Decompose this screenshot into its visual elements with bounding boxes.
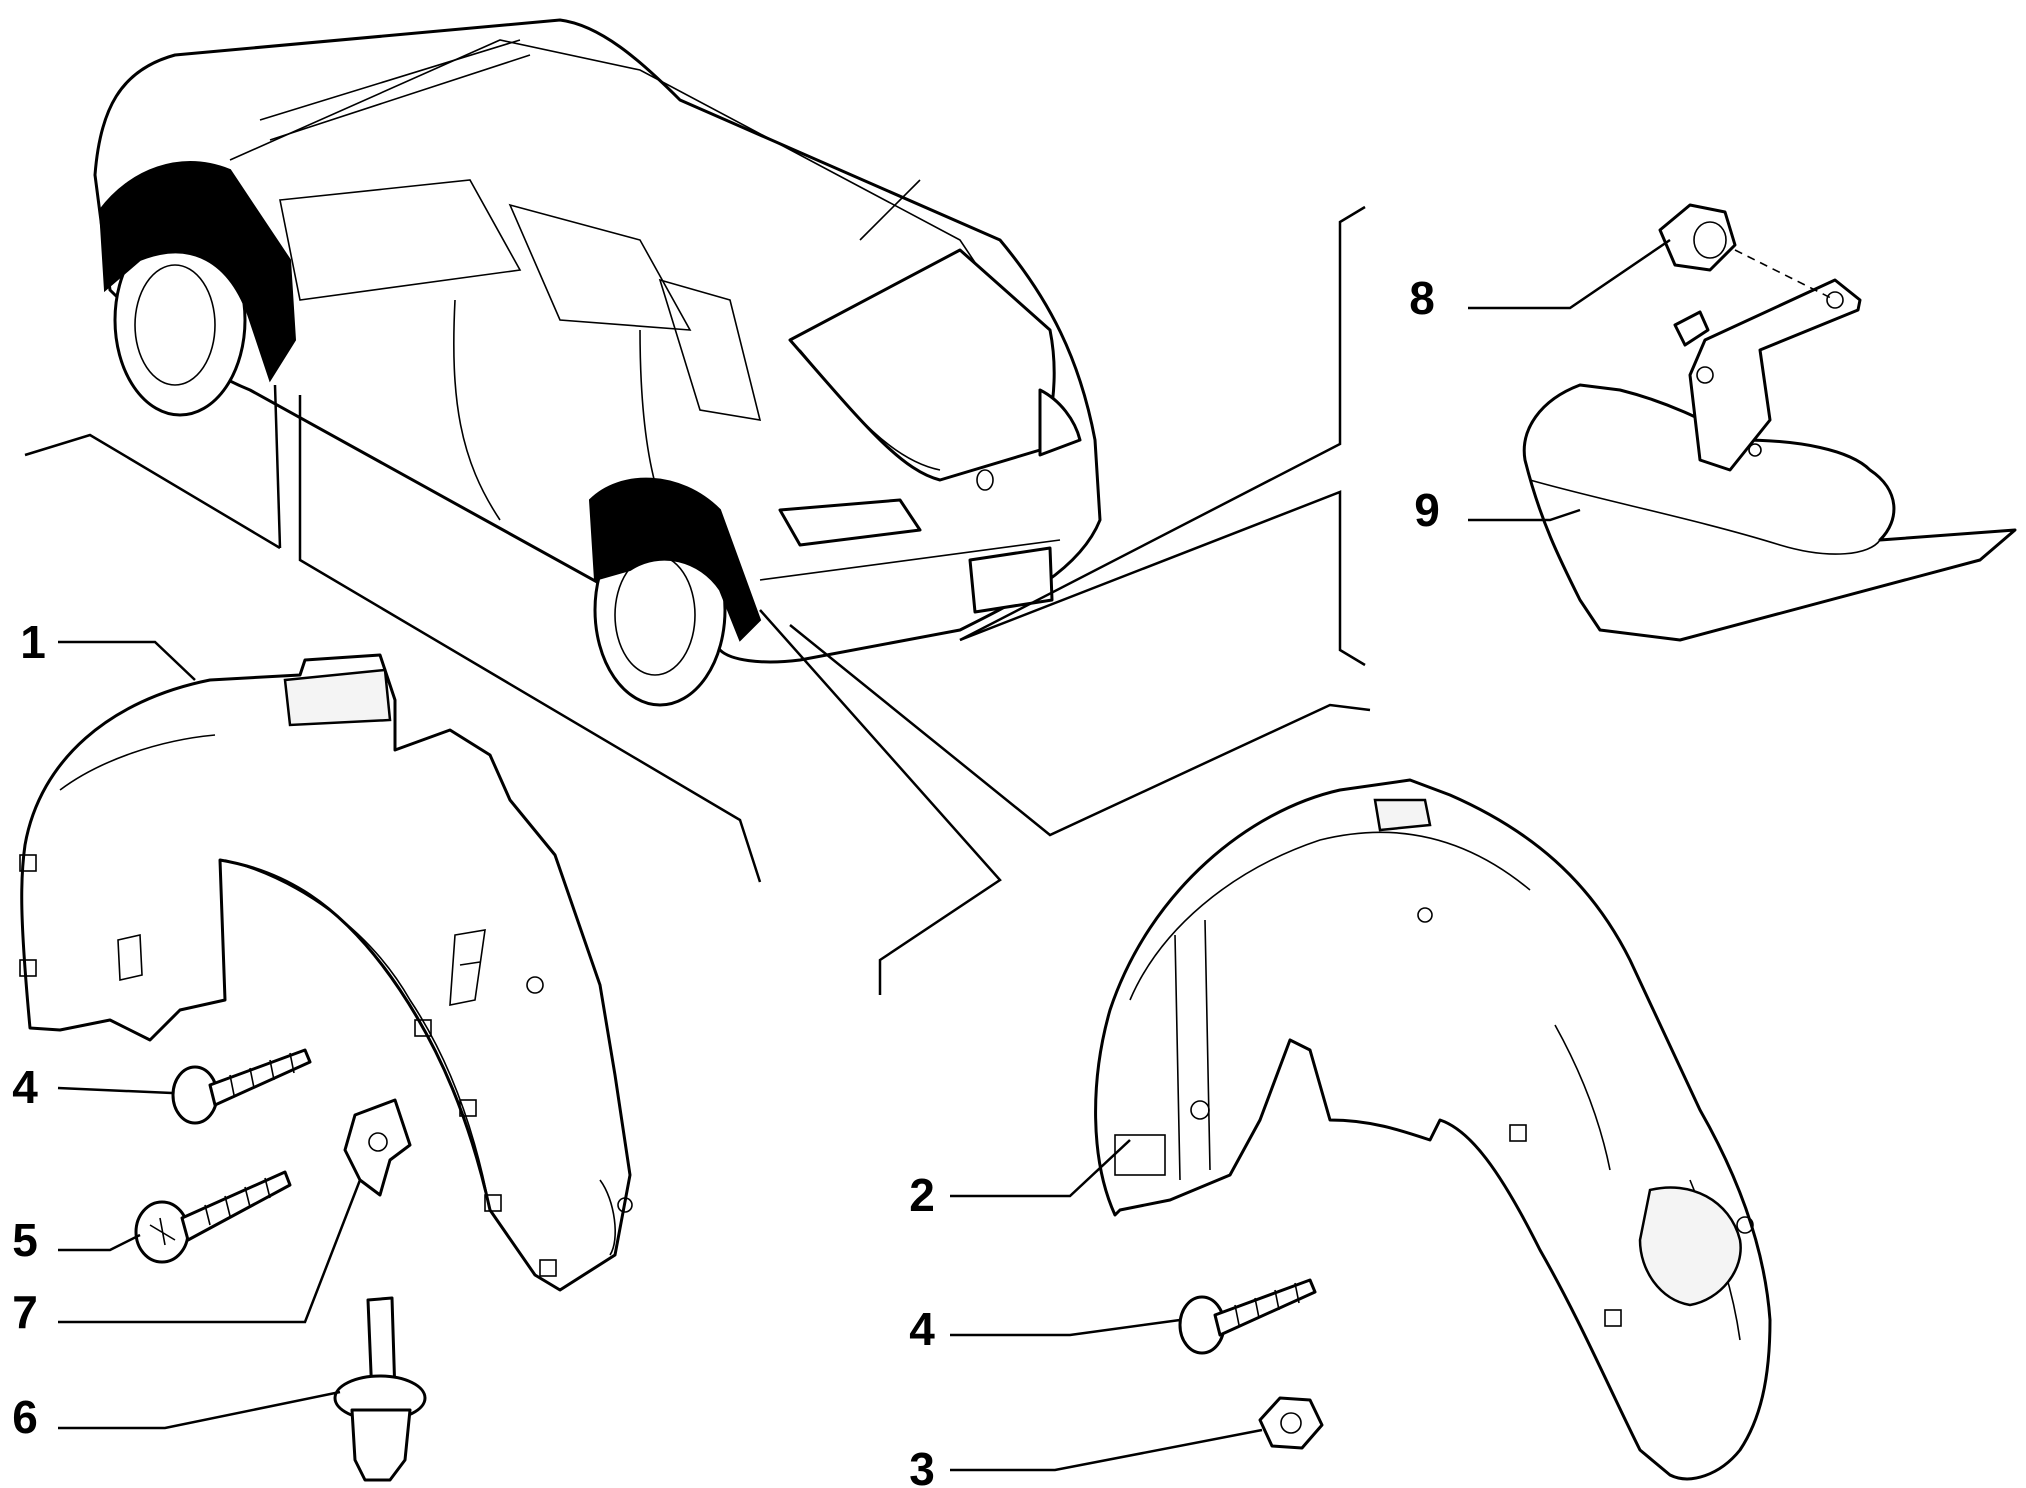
- callout-1: 1: [20, 616, 46, 668]
- callout-2: 2: [909, 1169, 935, 1221]
- callout-4-right: 4: [909, 1303, 935, 1355]
- callout-8: 8: [1409, 272, 1435, 324]
- callout-6: 6: [12, 1391, 38, 1443]
- clip-7: [343, 1098, 412, 1197]
- rear-wheel-arch-liner: [1094, 778, 1772, 1481]
- screw-4-right: [1178, 1278, 1317, 1355]
- front-wheel-arch-liner: [19, 653, 633, 1292]
- car-leader-lines: [24, 205, 1371, 995]
- screw-4-left: [171, 1048, 312, 1125]
- callout-7: 7: [12, 1286, 38, 1338]
- nut-3: [1258, 1396, 1324, 1450]
- car-illustration: [93, 18, 1102, 707]
- push-rivet-6: [333, 1296, 427, 1482]
- screw-5: [134, 1170, 292, 1264]
- callout-3: 3: [909, 1443, 935, 1488]
- clip-nut-8: [1658, 203, 1836, 301]
- callout-leaders: [57, 238, 1671, 1472]
- callout-4-left: 4: [12, 1061, 38, 1113]
- callout-5: 5: [12, 1214, 38, 1266]
- callout-9: 9: [1414, 484, 1440, 536]
- rear-mud-flap: [1522, 278, 2017, 642]
